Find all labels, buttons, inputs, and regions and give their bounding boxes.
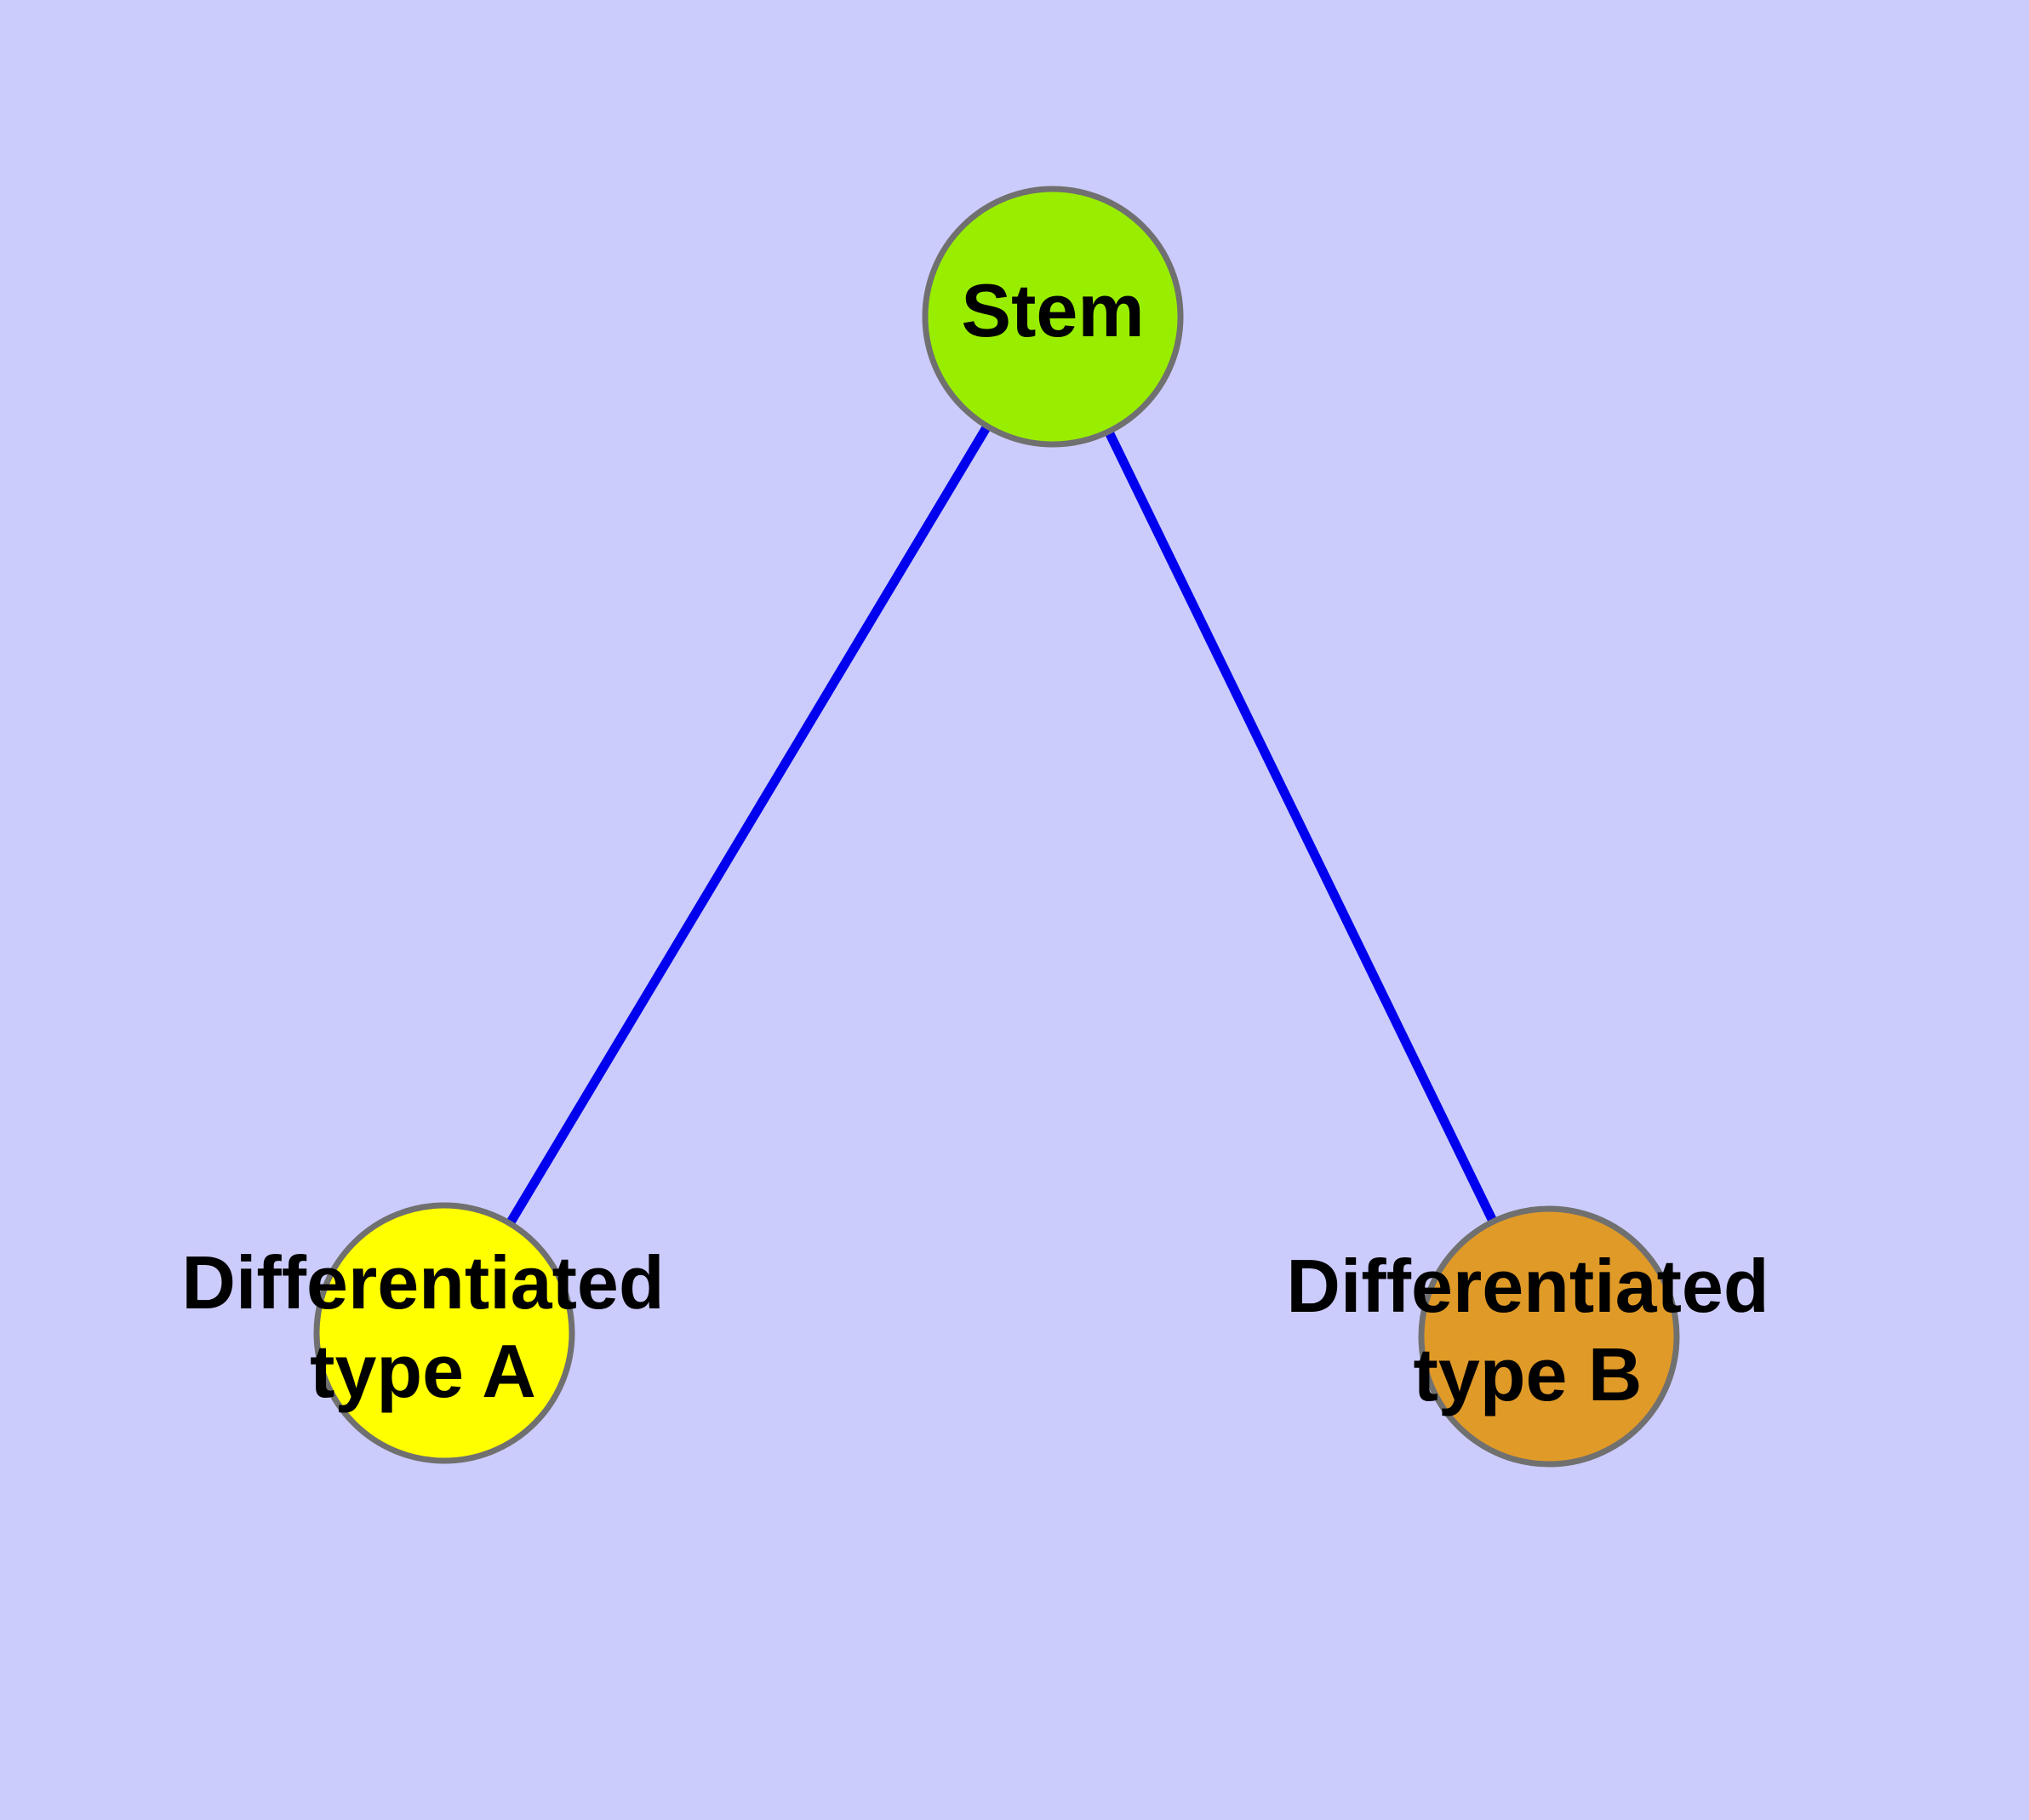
node-label-stem: Stem	[961, 268, 1144, 352]
graph-node-diff_b[interactable]	[1418, 1205, 1680, 1468]
node-label-line: Differentiated	[181, 1240, 664, 1325]
graph-node-stem[interactable]	[922, 186, 1184, 448]
edges-group	[440, 314, 1553, 1339]
node-label-line: Differentiated	[1286, 1244, 1769, 1328]
node-label-line: type A	[310, 1329, 536, 1413]
node-label-line: Stem	[961, 268, 1144, 352]
nodes-group	[313, 186, 1680, 1468]
graph-edge-stem-diff_a	[440, 314, 1057, 1336]
node-label-line: type B	[1414, 1332, 1643, 1417]
graph-edge-stem-diff_b	[1049, 314, 1553, 1339]
graph-node-diff_a[interactable]	[313, 1202, 575, 1464]
